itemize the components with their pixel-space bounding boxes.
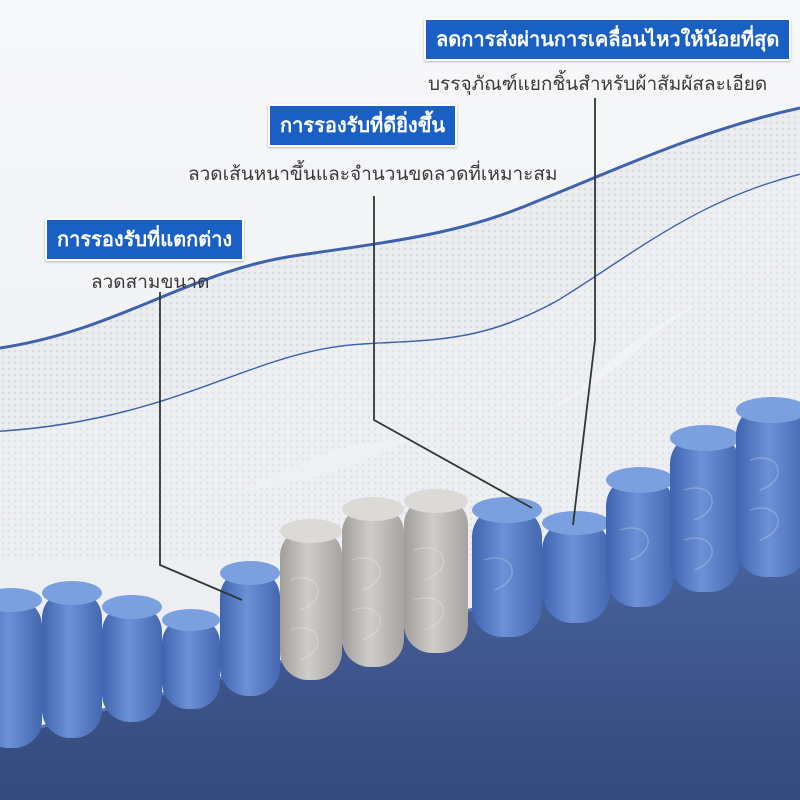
callout-badge-different-support: การรองรับที่แตกต่าง — [45, 218, 245, 261]
callout-caption-better-support: ลวดเส้นหนาขึ้นและจำนวนขดลวดที่เหมาะสม — [188, 163, 558, 185]
top-mesh-edge-upper — [0, 106, 800, 350]
pocket-spring-row — [0, 397, 800, 748]
pocket-spring-blue — [472, 497, 542, 637]
top-mesh-layer — [0, 108, 800, 432]
pocket-spring-grey — [280, 519, 342, 680]
leader-line-2 — [373, 196, 533, 509]
pocket-spring-blue — [0, 588, 42, 748]
pocket-spring-grey — [342, 497, 404, 667]
callout-different-support: การรองรับที่แตกต่าง ลวดสามขนาด — [45, 218, 245, 297]
pocket-spring-blue — [736, 397, 800, 577]
pocket-spring-grey — [404, 489, 468, 653]
callout-badge-better-support: การรองรับที่ดียิ่งขึ้น — [268, 104, 458, 147]
pocket-spring-blue — [542, 511, 610, 623]
pocket-spring-blue — [606, 467, 674, 607]
leader-line-3 — [572, 98, 596, 526]
pocket-spring-blue — [670, 425, 740, 592]
pocket-spring-blue — [162, 609, 220, 709]
callout-caption-motion-isolation: บรรจุภัณฑ์แยกชิ้นสำหรับผ้าสัมผัสละเอียด — [428, 73, 768, 95]
pocket-spring-blue — [102, 595, 162, 722]
middle-mesh-texture — [0, 175, 800, 520]
pocket-spring-blue — [220, 561, 280, 696]
callout-badge-motion-isolation: ลดการส่งผ่านการเคลื่อนไหวให้น้อยที่สุด — [424, 18, 792, 61]
callout-caption-different-support: ลวดสามขนาด — [91, 271, 210, 293]
leader-line-1 — [159, 292, 243, 601]
spring-coil-marks — [289, 457, 779, 661]
callout-motion-isolation: ลดการส่งผ่านการเคลื่อนไหวให้น้อยที่สุด บ… — [424, 18, 792, 99]
pocket-spring-blue — [42, 581, 102, 738]
callout-better-support: การรองรับที่ดียิ่งขึ้น ลวดเส้นหนาขึ้นและ… — [188, 104, 557, 189]
foam-layer-texture — [0, 260, 800, 560]
leader-lines — [159, 98, 596, 601]
